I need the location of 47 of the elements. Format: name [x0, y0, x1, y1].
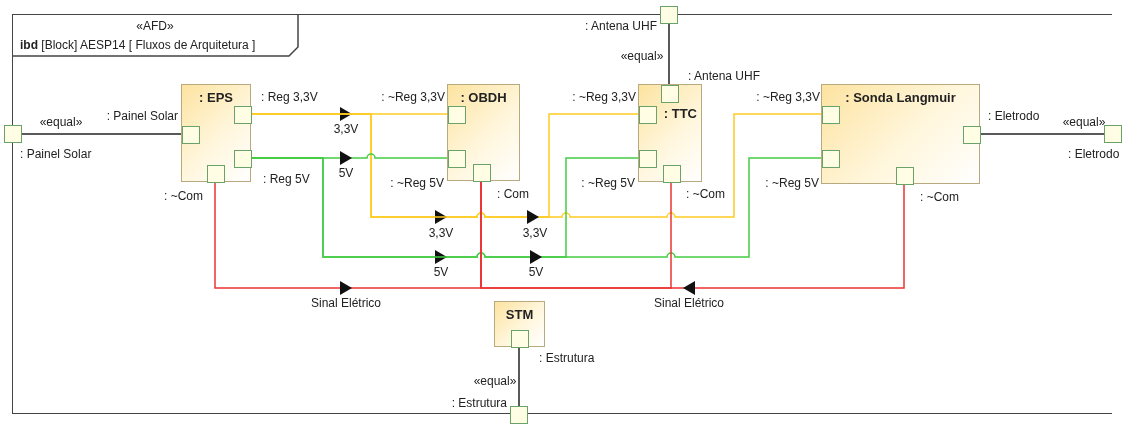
frame-title: ibd [Block] AESP14 [ Fluxos de Arquitetura ] — [20, 38, 256, 52]
edge-label: 5V — [433, 265, 449, 279]
port-label: : Antena UHF — [688, 69, 761, 83]
port-label: : ~Com — [686, 187, 725, 201]
block-name: : Sonda Langmuir — [845, 90, 956, 106]
port-label: : Painel Solar — [20, 147, 92, 161]
port-label: : ~Reg 5V — [765, 176, 819, 190]
edge-label: «equal» — [1062, 115, 1106, 129]
port-label: : Com — [497, 187, 529, 201]
edge-label: 3,3V — [428, 226, 454, 240]
connector — [668, 23, 670, 85]
port-label: : ~Reg 3,3V — [381, 90, 445, 104]
stereotype-label: «AFD» — [136, 19, 174, 33]
block-name: : OBDH — [460, 90, 507, 106]
connector — [250, 113, 822, 224]
edge-label: «equal» — [39, 115, 83, 129]
port-label: : Estrutura — [451, 396, 507, 410]
port-label: : Eletrodo — [988, 109, 1040, 123]
edge-label: Sinal Elétrico — [654, 296, 724, 310]
port-label: : Painel Solar — [106, 109, 178, 123]
port-label: : ~Reg 3,3V — [756, 90, 820, 104]
edge-label: 5V — [528, 265, 544, 279]
connector — [518, 346, 520, 407]
port-label: : Reg 3,3V — [261, 90, 318, 104]
edge-label: «equal» — [473, 374, 517, 388]
connector — [250, 157, 822, 264]
port-label: : ~Com — [164, 189, 203, 203]
port-label: : Estrutura — [539, 351, 595, 365]
connector — [214, 180, 482, 295]
block-name: STM — [505, 307, 534, 323]
port-label: : ~Reg 5V — [581, 176, 635, 190]
edge-label: «equal» — [620, 49, 664, 63]
edge-label: 3,3V — [522, 226, 548, 240]
port-label: : ~Reg 3,3V — [572, 90, 636, 104]
edge-label: 3,3V — [333, 122, 359, 136]
port-label: : ~Reg 5V — [390, 176, 444, 190]
edge-label: Sinal Elétrico — [311, 296, 381, 310]
edge-label: 5V — [338, 166, 354, 180]
block-name: : TTC — [663, 106, 697, 122]
connector — [480, 180, 672, 289]
port-label: : Antena UHF — [584, 19, 657, 33]
port-label: : ~Com — [920, 190, 959, 204]
port-label: : Eletrodo — [1068, 147, 1120, 161]
port-label: : Reg 5V — [263, 172, 310, 186]
block-name: : EPS — [199, 90, 233, 106]
connector — [21, 133, 182, 135]
connector — [979, 133, 1105, 135]
